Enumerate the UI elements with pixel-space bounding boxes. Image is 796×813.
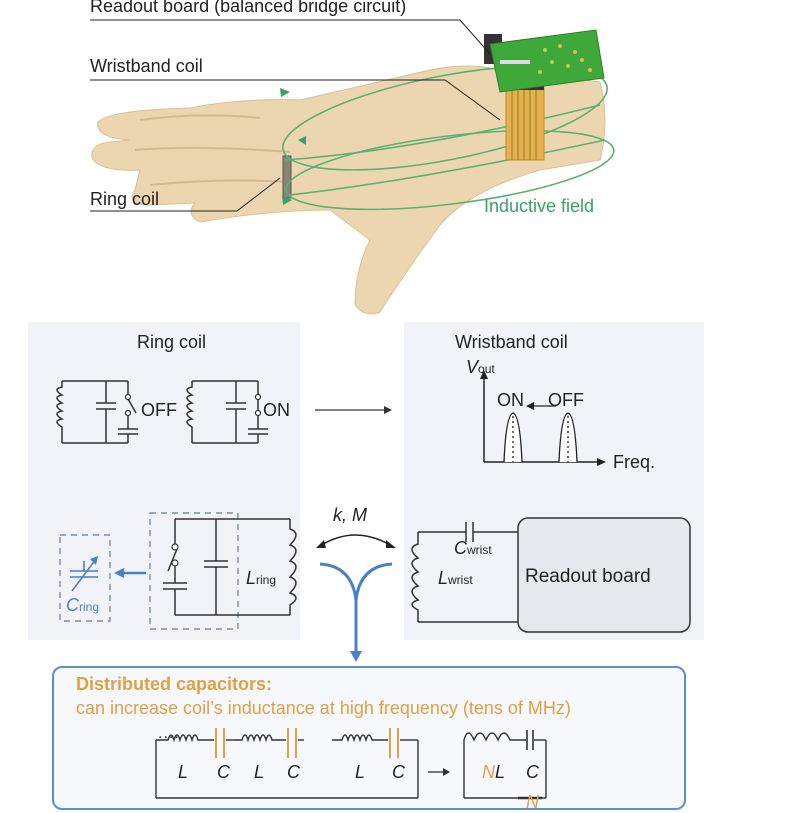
chain-label-c3: C (392, 762, 405, 782)
vout-sub: out (478, 362, 495, 376)
hand-drawing (90, 19, 615, 315)
equiv-inductor-prefix: N (482, 762, 495, 782)
distributed-title: Distributed capacitors: (76, 674, 273, 694)
l-ring-sub: ring (256, 573, 277, 587)
readout-board-text: Readout board (525, 566, 651, 587)
c-wrist-sub: wrist (467, 543, 492, 557)
c-wrist-label: Cwrist (454, 538, 492, 559)
state-off-label: OFF (141, 400, 177, 420)
readout-pcb-graphic (484, 29, 605, 93)
state-on-label: ON (263, 400, 290, 420)
wrist-panel-title: Wristband coil (455, 332, 568, 352)
readout-board-box (517, 517, 691, 633)
chain-ellipsis: .... (158, 725, 180, 742)
distributed-capacitors-box (52, 666, 686, 810)
ring-coil-circuit (59, 512, 297, 630)
ring-coil-panel (28, 322, 300, 640)
chain-label-l1: L (178, 762, 189, 782)
ring-switch-circuits (56, 380, 392, 444)
blue-y-merge (319, 562, 393, 601)
hand-shape (91, 65, 606, 315)
chain-label-c1: C (217, 762, 230, 782)
equiv-inductor-label: NL (482, 762, 505, 783)
vout-main: V (466, 357, 479, 377)
ring-leader-line (90, 177, 281, 212)
c-wrist-main: C (454, 538, 467, 558)
coupling-label: k, M (333, 505, 367, 525)
vout-axis-label: Vout (466, 357, 495, 378)
readout-leader-line (90, 19, 491, 55)
chain-label-c2: C (287, 762, 300, 782)
l-wrist-main: L (438, 568, 449, 588)
coupling-graphic (316, 534, 396, 662)
readout-board-label: Readout board (balanced bridge circuit) (90, 0, 407, 16)
ring-coil-label: Ring coil (90, 189, 160, 209)
inductive-field-lines (282, 65, 615, 211)
chain-label-l3: L (355, 762, 366, 782)
wristband-leader-line (90, 79, 501, 121)
l-wrist-label: Lwrist (438, 568, 473, 589)
wristband-coil-graphic (504, 82, 545, 161)
c-ring-label: Cring (66, 595, 99, 616)
c-ring-sub: ring (79, 600, 100, 614)
equiv-cap-numerator: C (526, 762, 539, 782)
wristband-coil-label: Wristband coil (90, 56, 203, 76)
inductive-field-label: Inductive field (484, 196, 595, 216)
c-ring-main: C (66, 595, 79, 615)
equiv-inductor-suffix: L (495, 762, 506, 782)
wristband-coil-circuit (411, 517, 691, 633)
l-wrist-sub: wrist (448, 573, 473, 587)
equiv-cap-denominator: N (526, 792, 539, 812)
chain-label-l2: L (254, 762, 265, 782)
freq-axis-label: Freq. (613, 452, 656, 472)
distributed-description: can increase coil’s inductance at high f… (76, 698, 571, 718)
l-ring-main: L (246, 568, 257, 588)
peak-off-label: OFF (548, 390, 584, 410)
peak-on-label: ON (497, 390, 524, 410)
l-ring-label: Lring (246, 568, 276, 589)
distributed-lc-chain (155, 728, 547, 800)
frequency-response-plot (480, 370, 606, 466)
ring-panel-title: Ring coil (137, 332, 207, 352)
